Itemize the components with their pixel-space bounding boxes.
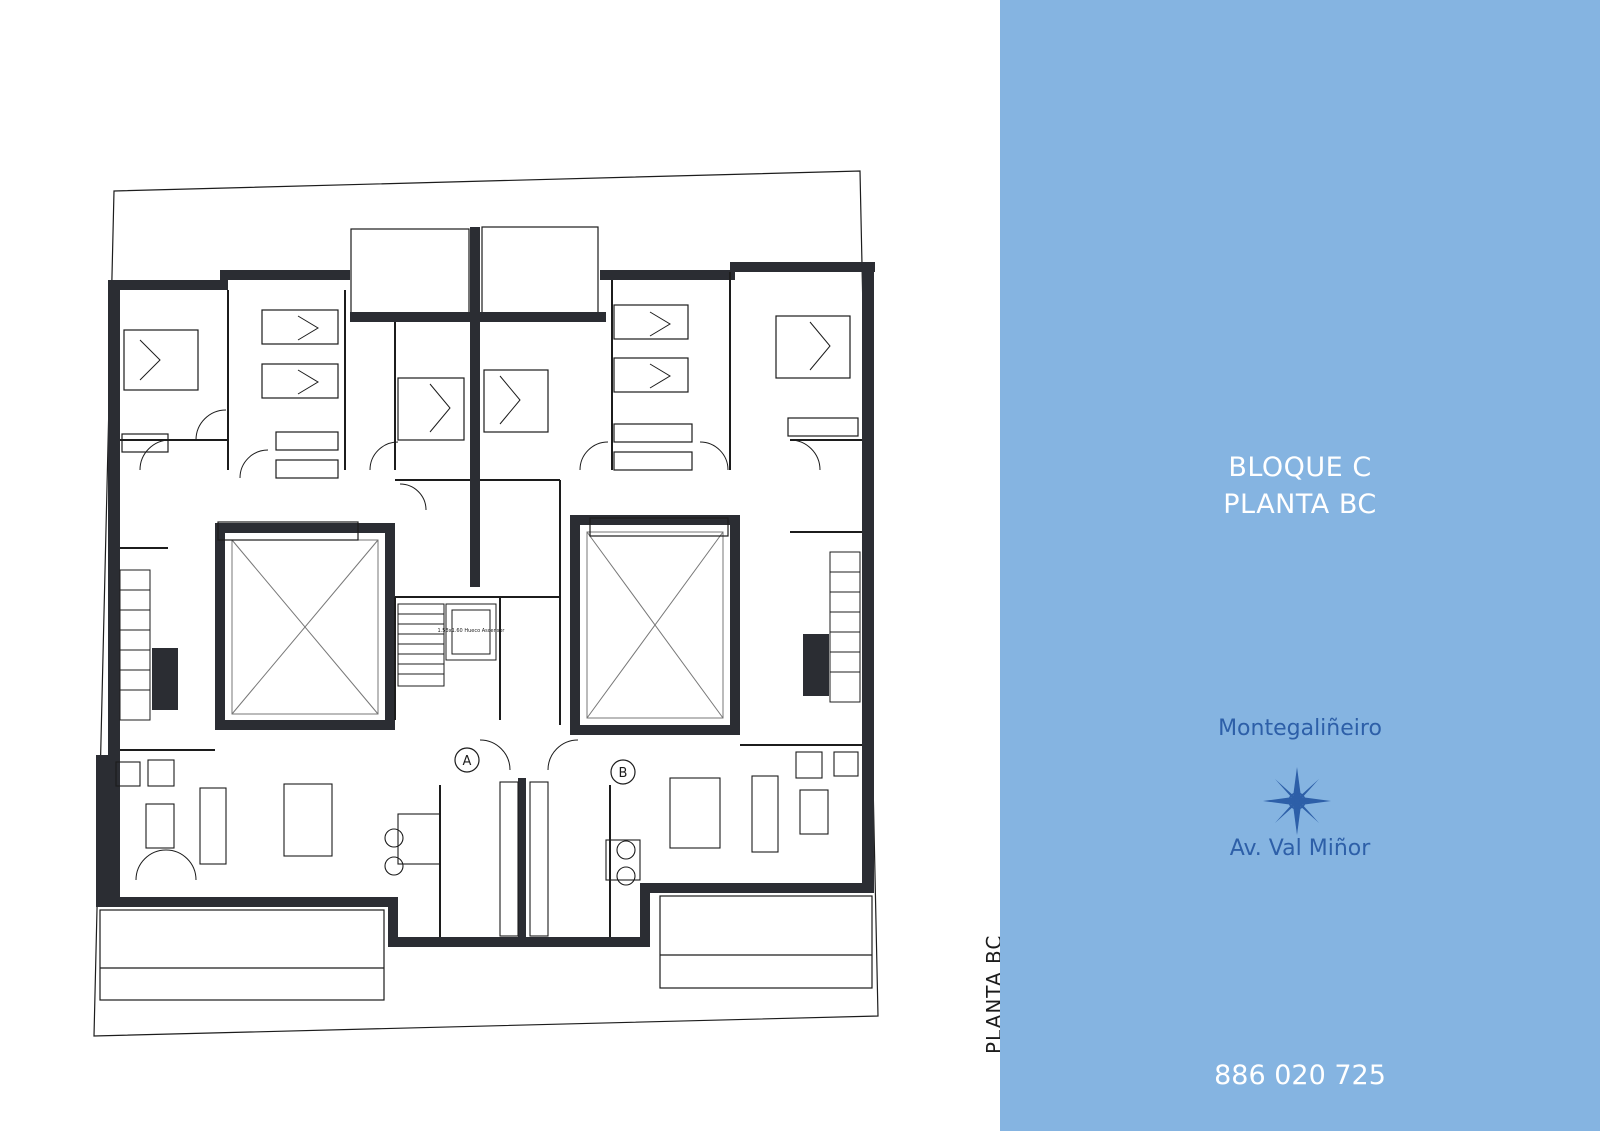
floor-title: PLANTA BC xyxy=(1223,489,1377,520)
shaft-wall-left xyxy=(215,523,395,533)
compass-rose-icon xyxy=(1263,767,1331,835)
terrace-top-right xyxy=(481,226,599,314)
floor-plan-drawing: A B 1.53x1.60 Hueco Ascensor xyxy=(93,170,879,1037)
balcony-bottom-left xyxy=(99,909,385,1001)
wall-right xyxy=(862,268,874,883)
unit-label-a: A xyxy=(463,754,472,769)
floor-plan-area: A B 1.53x1.60 Hueco Ascensor xyxy=(93,170,879,1037)
unit-label-b: B xyxy=(619,766,628,781)
location-north: Montegaliñeiro xyxy=(1218,716,1382,741)
phone-number[interactable]: 886 020 725 xyxy=(1214,1060,1386,1091)
wall-bottom-1 xyxy=(108,897,398,907)
site-boundary xyxy=(93,170,879,1037)
shaft-wall-right xyxy=(570,515,740,525)
wall-top-1 xyxy=(108,280,228,290)
wall-left xyxy=(108,282,120,897)
location-south: Av. Val Miñor xyxy=(1229,836,1371,861)
terrace-top-left xyxy=(350,228,470,314)
balcony-bottom-right xyxy=(659,895,873,989)
block-title: BLOQUE C xyxy=(1228,452,1372,483)
info-panel: BLOQUE C PLANTA BC Montegaliñeiro Av. Va… xyxy=(1000,0,1600,1131)
lift-note: 1.53x1.60 Hueco Ascensor xyxy=(438,628,506,634)
